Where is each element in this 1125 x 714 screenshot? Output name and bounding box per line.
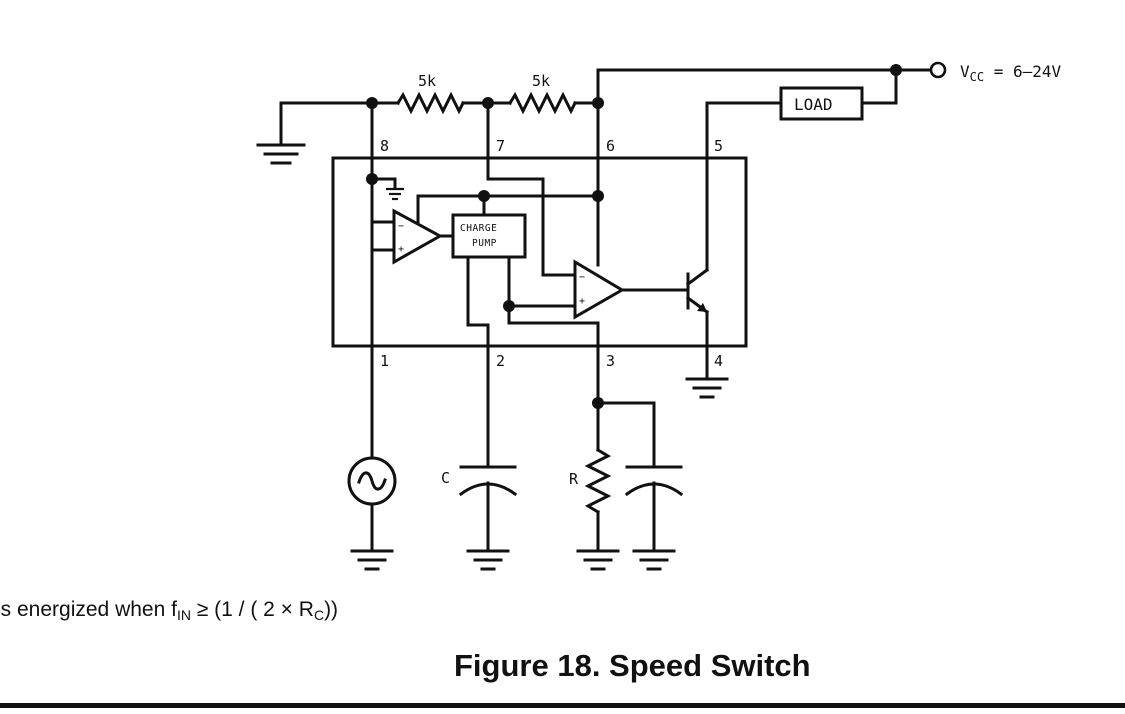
pin-label-4: 4 (714, 352, 723, 370)
sine-wave-icon (357, 471, 387, 491)
comparator-1-minus: − (398, 221, 404, 232)
comparator-2-plus: + (579, 296, 585, 307)
bottom-rule (0, 703, 1125, 708)
pin-label-5: 5 (714, 137, 723, 155)
ic-package-outline (331, 156, 748, 348)
ground-symbol-pin2 (466, 549, 510, 571)
comparator-2 (573, 259, 625, 320)
pin-label-7: 7 (496, 137, 505, 155)
pin-label-3: 3 (606, 352, 615, 370)
vcc-label: VCC = 6–24V (960, 62, 1062, 84)
ground-symbol-pin4 (685, 377, 729, 399)
charge-pump-label-line1: CHARGE (460, 223, 497, 234)
capacitor-c-label: C (441, 469, 450, 487)
internal-ground-symbol (386, 187, 404, 201)
energize-condition-note: is energized when fIN ≥ (1 / ( 2 × RC)) (0, 598, 339, 623)
ground-symbol-pin3-c (632, 549, 676, 571)
junction-dots (366, 64, 902, 409)
charge-pump-label-line2: PUMP (472, 238, 497, 249)
pin-label-2: 2 (496, 352, 505, 370)
comparator-1-plus: + (398, 244, 404, 255)
pin-label-1: 1 (380, 352, 389, 370)
pin-label-6: 6 (606, 137, 615, 155)
ground-feed-wire (279, 101, 374, 145)
ground-symbol-pin3-r (576, 549, 620, 571)
ground-symbol-pin1 (350, 549, 394, 571)
output-transistor (685, 267, 710, 315)
comparator-2-minus: − (579, 272, 585, 283)
resistor-5k-left (395, 91, 466, 115)
ground-symbol-top-left (256, 143, 306, 165)
charge-pump-box (451, 213, 527, 259)
resistor-5k-left-label: 5k (418, 72, 436, 90)
resistor-r-label: R (569, 470, 579, 488)
pin-label-8: 8 (380, 137, 389, 155)
figure-caption: Figure 18. Speed Switch (454, 648, 811, 683)
resistor-5k-right-label: 5k (532, 72, 550, 90)
vcc-terminal (929, 61, 947, 79)
vcc-rail (596, 68, 932, 105)
load-label: LOAD (794, 95, 833, 114)
resistor-r (584, 447, 612, 515)
resistor-5k-right (507, 91, 578, 115)
